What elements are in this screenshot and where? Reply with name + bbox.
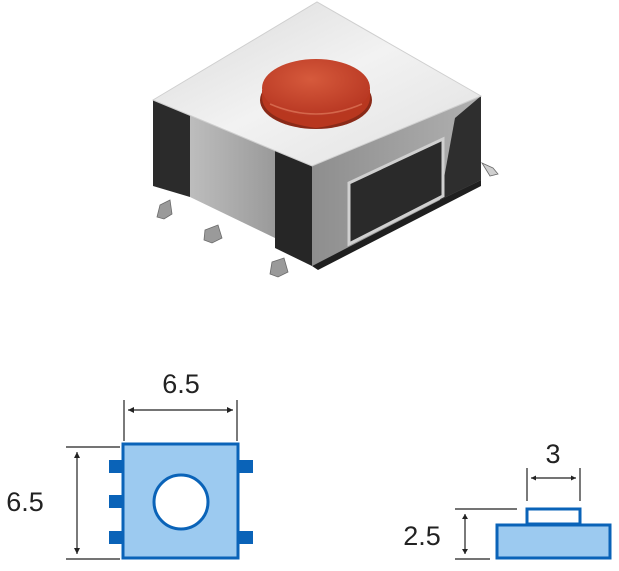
top-view-actuator (152, 473, 210, 531)
side-view-height-label: 2.5 (403, 521, 441, 551)
left-dark-face (153, 100, 190, 197)
front-dark-face (275, 150, 312, 266)
side-view-body (495, 523, 612, 560)
side-window (347, 136, 445, 247)
top-view-diagram: 6.5 6.5 (6, 369, 253, 560)
top-view-height-label: 6.5 (6, 487, 44, 517)
pins (156, 162, 499, 278)
pin-left-2 (109, 495, 123, 508)
switch-3d-render (151, 1, 499, 278)
pin-left-1 (109, 460, 123, 473)
left-grey-face (190, 113, 275, 238)
pin-right-2 (238, 531, 253, 544)
pin-left-3 (109, 531, 123, 544)
side-view-diagram: 3 2.5 (403, 439, 612, 560)
top-view-width-label: 6.5 (162, 369, 200, 399)
actuator-button (260, 59, 372, 129)
side-view-width-label: 3 (545, 439, 560, 469)
side-view-actuator (525, 507, 582, 526)
pin-right-1 (238, 460, 253, 473)
